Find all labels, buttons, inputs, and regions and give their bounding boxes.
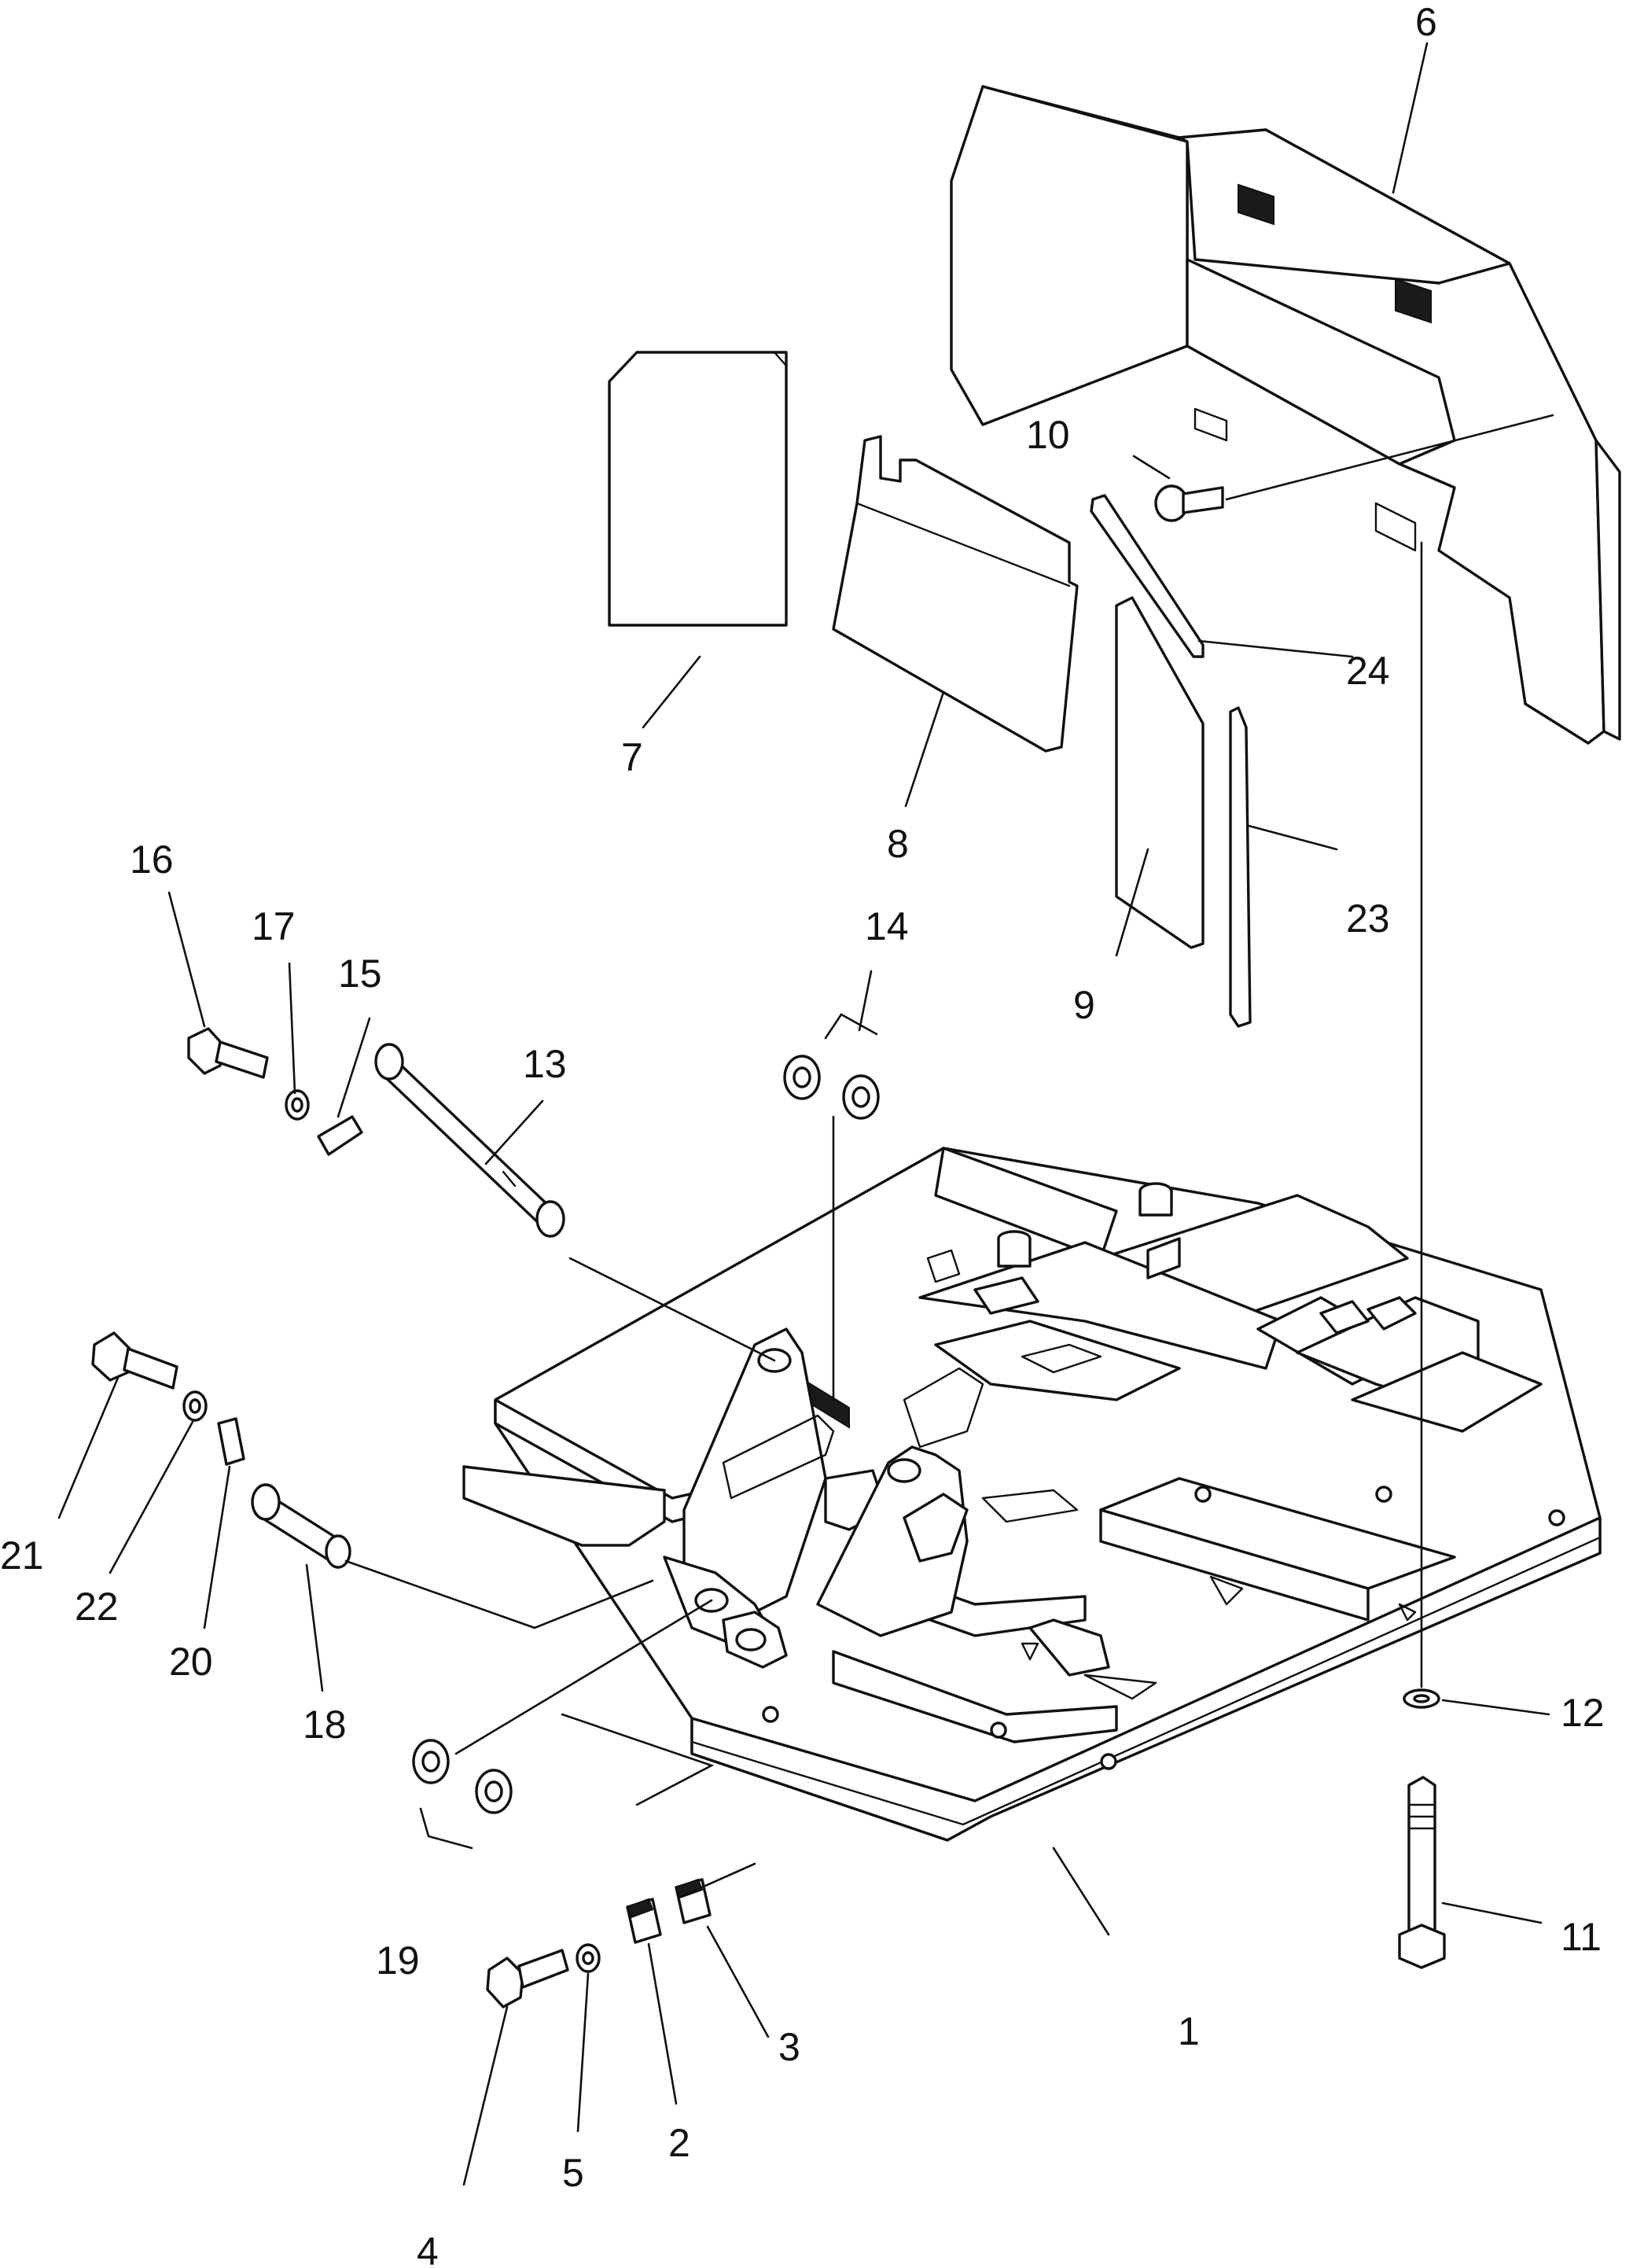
- part-3-cap: [675, 1878, 712, 1924]
- assembly-lines: [344, 414, 1554, 1897]
- part-23-strip: [1229, 706, 1252, 1028]
- callout-1: 1: [1178, 2009, 1200, 2053]
- part-11-long-bolt: [1398, 1776, 1446, 1969]
- part-4-bolt: [486, 1949, 569, 2008]
- part-5-washer: [576, 1943, 601, 1973]
- callout-19: 19: [376, 1938, 420, 1983]
- callout-22: 22: [75, 1585, 119, 1629]
- part-18-short-pin: [251, 1483, 351, 1569]
- callout-4: 4: [417, 2229, 439, 2268]
- part-8-floor-plate: [832, 435, 1079, 753]
- callout-8: 8: [887, 822, 909, 866]
- callout-5: 5: [562, 2151, 584, 2195]
- part-2-cap: [626, 1898, 662, 1944]
- part-19-shims: [412, 1739, 513, 1850]
- callout-21: 21: [0, 1533, 44, 1578]
- callout-leaders: [57, 42, 1550, 2186]
- part-13-long-pin: [374, 1043, 565, 1238]
- part-14-shims: [783, 1013, 880, 1120]
- callout-23: 23: [1346, 897, 1390, 941]
- callout-11: 11: [1561, 1915, 1602, 1959]
- callout-6: 6: [1415, 0, 1437, 44]
- part-21-bolt: [91, 1331, 178, 1390]
- callout-10: 10: [1026, 413, 1070, 457]
- part-20-lock-plate: [217, 1417, 245, 1466]
- part-24-bar: [1090, 494, 1205, 658]
- callout-24: 24: [1346, 649, 1390, 693]
- callout-14: 14: [865, 904, 909, 948]
- part-12-washer: [1403, 1688, 1440, 1709]
- boom-mounting-bracket: [663, 1327, 969, 1669]
- callout-12: 12: [1561, 1691, 1605, 1735]
- part-9-panel: [1115, 596, 1205, 949]
- part-16-bolt: [187, 1027, 269, 1079]
- part-17-washer: [285, 1089, 310, 1121]
- callout-7: 7: [621, 735, 643, 779]
- callout-2: 2: [668, 2121, 690, 2165]
- part-22-washer: [182, 1390, 208, 1422]
- part-6-rear-cover: [950, 85, 1621, 745]
- part-1-main-frame: [462, 1147, 1602, 1842]
- callout-15: 15: [338, 952, 382, 996]
- callout-3: 3: [778, 2025, 800, 2069]
- callout-20: 20: [169, 1640, 213, 1684]
- callout-16: 16: [130, 838, 174, 882]
- callout-17: 17: [252, 904, 296, 948]
- part-10-bolt: [1154, 484, 1224, 522]
- part-7-plate: [608, 351, 788, 627]
- callout-9: 9: [1073, 983, 1095, 1027]
- callout-18: 18: [303, 1703, 347, 1747]
- part-15-lock-plate: [317, 1115, 363, 1156]
- callout-13: 13: [523, 1042, 567, 1086]
